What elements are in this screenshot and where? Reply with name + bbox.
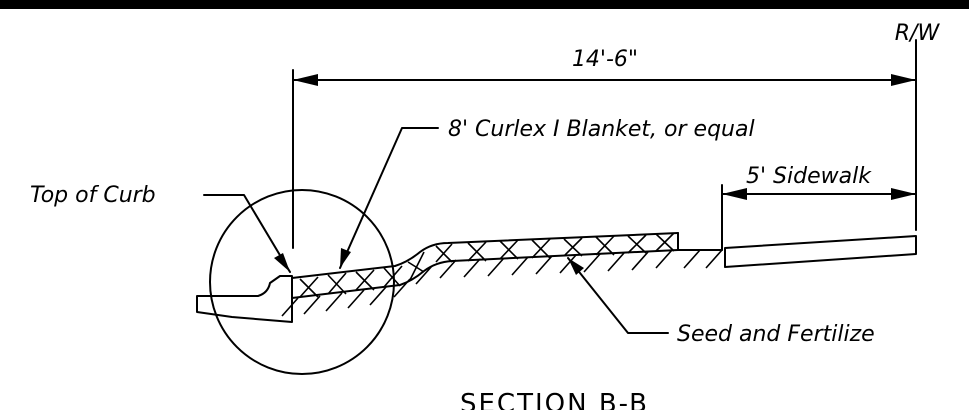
dimension-arrow-left	[293, 74, 318, 86]
dimension-arrow-right	[891, 74, 916, 86]
blanket-hatch	[299, 232, 675, 298]
curb-leader-arrow	[274, 253, 290, 272]
curb-label: Top of Curb	[30, 183, 156, 208]
sidewalk-arrow-right	[891, 188, 916, 200]
seed-leader-arrow	[568, 258, 584, 275]
ground-hatch	[281, 249, 723, 317]
blanket-leader-arrow	[340, 248, 351, 268]
blanket-leader	[339, 127, 439, 269]
blanket-label: 8' Curlex I Blanket, or equal	[448, 117, 755, 142]
title-border-bar	[0, 0, 969, 9]
blanket-top-line	[291, 232, 679, 279]
row-label: R/W	[895, 21, 941, 46]
curb-leader	[203, 194, 291, 273]
sidewalk-label: 5' Sidewalk	[746, 164, 872, 189]
ground-line	[291, 249, 723, 299]
overall-dimension-label: 14'-6"	[572, 47, 638, 72]
seed-leader	[567, 257, 669, 334]
section-title: SECTION B-B	[460, 389, 649, 410]
sidewalk-arrow-left	[722, 188, 747, 200]
curb-profile	[196, 275, 293, 323]
sidewalk-slab	[724, 235, 917, 268]
seed-label: Seed and Fertilize	[677, 322, 875, 347]
detail-circle	[209, 189, 395, 375]
